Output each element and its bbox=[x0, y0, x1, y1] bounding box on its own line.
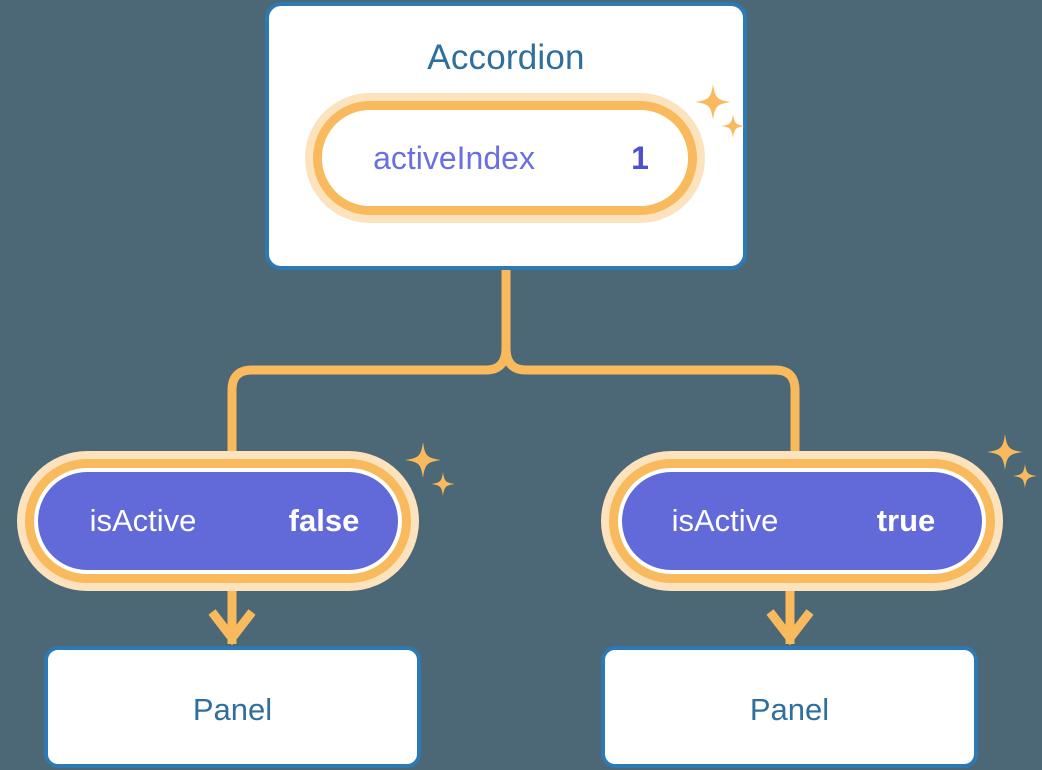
state-pill-isactive-true[interactable]: isActive true bbox=[622, 472, 982, 570]
connector-arrow-left-head bbox=[208, 609, 256, 646]
component-card-panel-right[interactable]: Panel bbox=[601, 646, 978, 768]
component-title-panel-right: Panel bbox=[749, 692, 830, 727]
state-key-isactive-true: isActive bbox=[671, 503, 779, 538]
state-pill-activeindex[interactable]: activeIndex 1 bbox=[322, 110, 688, 206]
sparkle-small-icon bbox=[431, 472, 455, 496]
state-value-isactive-false: false bbox=[288, 503, 360, 538]
state-value-isactive-true: true bbox=[876, 503, 936, 538]
state-key-activeindex: activeIndex bbox=[373, 139, 535, 176]
state-key-isactive-false: isActive bbox=[89, 503, 197, 538]
component-card-panel-left[interactable]: Panel bbox=[44, 646, 421, 768]
component-title-accordion: Accordion bbox=[427, 38, 585, 77]
sparkle-small-icon bbox=[1013, 464, 1037, 488]
sparkle-large-icon bbox=[405, 442, 441, 478]
sparkle-large-icon bbox=[987, 434, 1023, 470]
connector-arrow-right-head bbox=[766, 609, 814, 646]
component-title-panel-left: Panel bbox=[192, 692, 273, 727]
state-value-activeindex: 1 bbox=[631, 139, 649, 176]
state-pill-isactive-false[interactable]: isActive false bbox=[38, 472, 398, 570]
